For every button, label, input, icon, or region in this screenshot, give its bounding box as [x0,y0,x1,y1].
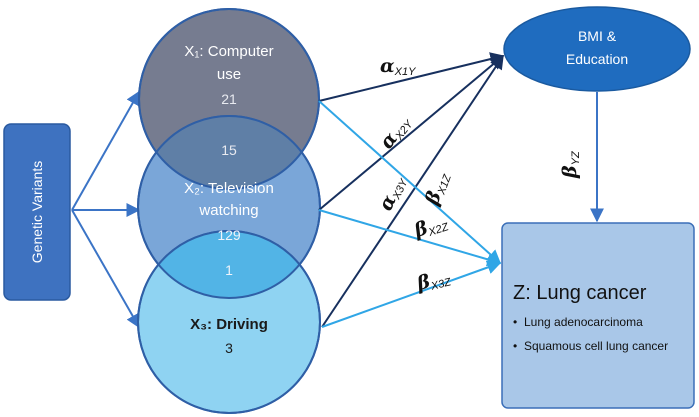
overlap-x2-x3-count: 1 [225,262,233,278]
gv-arrows [71,90,141,329]
beta-x3z-label: βX3Z [414,265,454,296]
outcome-box [501,222,695,409]
outcome-title: Z: Lung cancer [513,282,647,304]
x2-label-line2: watching [198,202,258,219]
mediator-ellipse [503,6,691,92]
genetic-variants-box [3,123,71,301]
overlap-x1-x2-count: 15 [221,142,237,158]
x2-count: 129 [217,227,241,243]
outcome-item-1: Lung adenocarcinoma [524,315,643,329]
path-arrows [318,52,604,328]
outcome-item-bullet-1: • [513,315,517,329]
arrow-gv-x1 [71,90,140,211]
circle-x2-outline [137,115,321,299]
arrow-x3-to-mediator [321,54,504,328]
svg-text:βX1Z: βX1Z [421,168,455,209]
circle-x1-outline [138,8,320,190]
arrow-x2-to-mediator [318,55,505,211]
overlap-x2-x3 [138,231,320,298]
x1-label-line2: use [217,66,241,83]
svg-text:βX3Z: βX3Z [414,265,454,296]
alpha-x2y-label: αX2Y [376,111,416,154]
outcome-item-2: Squamous cell lung cancer [524,339,668,353]
circle-x3-outline [137,230,321,414]
mediator-line1: BMI & [578,28,617,44]
alpha-x1y-label: αX1Y [380,55,416,78]
exposure-circles [137,8,321,414]
genetic-variants-label: Genetic Variants [29,161,45,263]
beta-x1z-label: βX1Z [421,168,455,209]
arrow-x1-to-mediator [318,52,505,102]
svg-text:βYZ: βYZ [559,150,582,179]
arrow-x1-to-outcome [318,100,502,264]
overlap-x1-x2 [139,116,319,189]
x1-count: 21 [221,91,237,107]
arrow-x3-to-outcome [321,260,502,328]
mediator-line2: Education [566,51,628,67]
svg-text:αX2Y: αX2Y [376,111,416,154]
outcome-item-bullet-2: • [513,339,517,353]
x1-label-line1: X₁: Computer [184,43,273,60]
x3-count: 3 [225,340,233,356]
arrow-x2-to-outcome [318,209,502,267]
x2-label-line1: X₂: Television [184,180,274,197]
arrow-gv-x3 [71,209,140,329]
x3-label-line1: X₃: Driving [190,316,268,333]
beta-yz-label: βYZ [559,150,582,179]
